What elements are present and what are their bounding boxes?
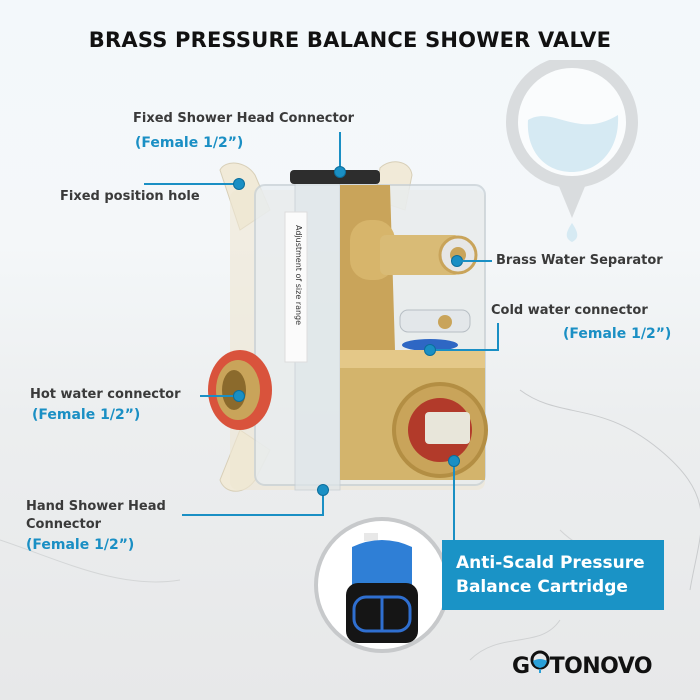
brand-logo-suffix: TONOVO [549,654,653,679]
hand-shower-leader-v [322,492,324,516]
cartridge-callout-line1: Anti-Scald Pressure [456,553,645,573]
fixed-shower-head-spec: (Female 1/2”) [135,135,244,151]
cartridge-leader [453,460,455,540]
hot-water-label: Hot water connector [30,387,181,402]
hand-shower-label-line2: Connector [26,517,102,532]
cold-water-spec: (Female 1/2”) [563,326,672,342]
hand-shower-leader [182,514,324,516]
hand-shower-spec: (Female 1/2”) [26,537,135,553]
brass-water-separator-label: Brass Water Separator [496,253,663,268]
callout-dot-icon [317,484,329,496]
page-title: BRASS PRESSURE BALANCE SHOWER VALVE [88,28,612,52]
callout-dot-icon [424,344,436,356]
hot-water-leader [200,395,236,397]
fixed-position-hole-label: Fixed position hole [60,189,200,204]
callout-dot-icon [334,166,346,178]
cartridge-callout-line2: Balance Cartridge [456,577,628,597]
valve-product-image: Adjustment of size range [208,161,488,492]
hand-shower-label-line1: Hand Shower Head [26,499,166,514]
water-drop-o-icon [530,650,550,679]
brass-separator-leader [458,260,492,262]
fixed-shower-head-label: Fixed Shower Head Connector [133,111,355,126]
brand-logo-prefix: G [512,654,530,679]
cold-water-label: Cold water connector [491,303,648,318]
callout-dot-icon [448,455,460,467]
cartridge-callout: Anti-Scald Pressure Balance Cartridge [442,540,664,610]
cold-water-leader-v [497,323,499,351]
brand-logo: G TONOVO [512,650,653,679]
callout-dot-icon [233,178,245,190]
fixed-shower-head-leader [339,132,341,172]
fixed-position-hole-leader [144,183,236,185]
cold-water-leader-h [430,349,499,351]
cartridge-image [314,517,450,653]
callout-dot-icon [233,390,245,402]
water-drop-badge-icon [506,60,638,242]
hot-water-spec: (Female 1/2”) [32,407,141,423]
sticker-text: Adjustment of size range [294,225,303,325]
